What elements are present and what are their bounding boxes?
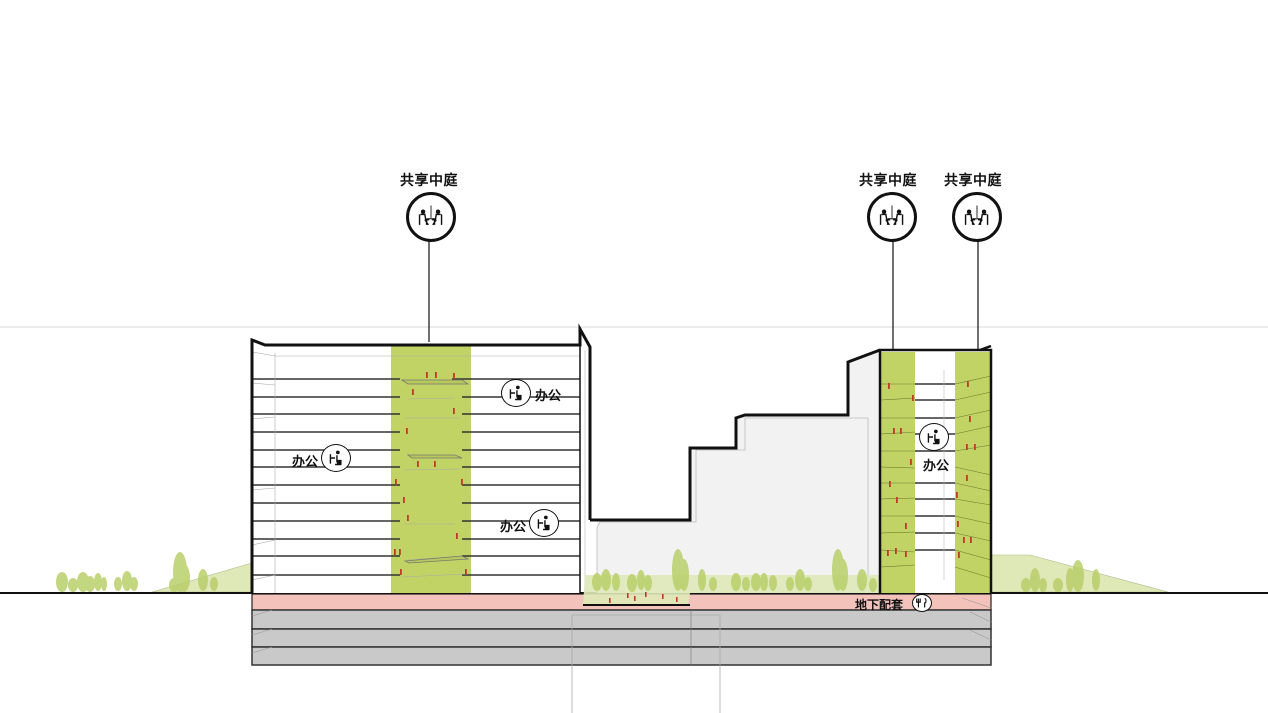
people-figures <box>394 372 976 575</box>
middle-block <box>583 348 881 606</box>
callout-label-atrium-right-1: 共享中庭 <box>859 173 917 189</box>
office-desk-icon <box>919 423 949 451</box>
meeting-icon <box>406 192 456 242</box>
callout-label-atrium-left: 共享中庭 <box>400 173 458 189</box>
office-desk-icon <box>529 509 559 537</box>
office-label: 办公 <box>500 520 527 535</box>
landscape-right <box>990 554 1169 593</box>
basement-parking-b3 <box>251 646 992 666</box>
office-desk-icon <box>321 444 351 472</box>
right-tower <box>878 344 993 593</box>
callout-label-atrium-right-2: 共享中庭 <box>944 173 1002 189</box>
basement-parking-b2 <box>251 628 992 648</box>
meeting-icon <box>952 192 1002 242</box>
left-building <box>250 323 592 593</box>
landscape-left <box>56 552 253 593</box>
right-atrium-void-1 <box>881 352 915 593</box>
callout-leaders <box>428 240 979 350</box>
office-label: 办公 <box>923 459 950 474</box>
meeting-icon <box>867 192 917 242</box>
right-atrium-void-2 <box>955 352 991 593</box>
sunken-courtyard <box>583 549 880 606</box>
office-desk-icon <box>501 379 531 407</box>
basement-label: 地下配套 <box>855 598 904 612</box>
office-label: 办公 <box>535 389 562 404</box>
dining-icon <box>912 594 932 612</box>
office-label: 办公 <box>292 455 319 470</box>
